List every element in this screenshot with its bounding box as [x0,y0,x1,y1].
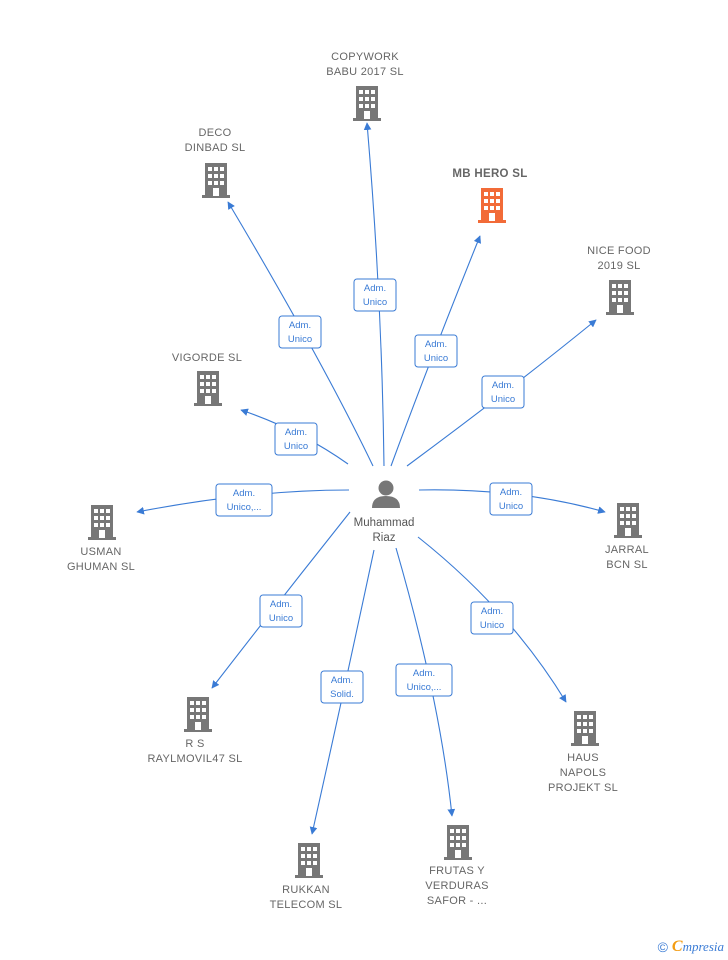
building-icon [614,503,642,538]
edge-label-line: Adm. [331,675,353,686]
building-icon [295,843,323,878]
edge-label-line: Unico,... [227,502,262,513]
edge-label-line: Unico [480,620,504,631]
company-name-line: JARRAL [605,544,649,556]
company-name-line: 2019 SL [597,260,640,272]
edge-label-line: Solid. [330,689,354,700]
edge-label-usman[interactable]: Adm. Unico,... [215,483,273,517]
company-node-haus[interactable]: HAUS NAPOLS PROJEKT SL [548,711,618,794]
company-name-line: PROJEKT SL [548,782,618,794]
building-icon [202,163,230,198]
edge-label-line: Adm. [413,668,435,679]
edge-label-line: Unico [363,297,387,308]
company-node-rukkan[interactable]: RUKKAN TELECOM SL [270,843,343,911]
brand-logo[interactable]: Cmpresia [672,938,724,956]
edge-label-mbhero[interactable]: Adm. Unico [414,334,458,368]
building-icon [88,505,116,540]
company-name-line: SAFOR - ... [427,895,487,907]
copyright-icon: © [657,939,668,955]
person-icon [372,480,400,508]
edge-label-line: Adm. [481,606,503,617]
edge-label-line: Adm. [289,320,311,331]
edge-label-rukkan[interactable]: Adm. Solid. [320,670,364,704]
company-name-line: TELECOM SL [270,899,343,911]
edge-label-line: Unico [288,334,312,345]
center-name-line-1: Muhammad [354,517,415,529]
brand-name: mpresia [682,939,724,954]
company-node-vigorde[interactable]: VIGORDE SL [172,352,242,406]
company-name-line: GHUMAN SL [67,561,135,573]
edge-label-vigorde[interactable]: Adm. Unico [274,422,318,456]
company-node-jarral[interactable]: JARRAL BCN SL [605,503,649,571]
company-node-copywork[interactable]: COPYWORK BABU 2017 SL [326,51,404,121]
edge-label-copywork[interactable]: Adm. Unico [353,278,397,312]
building-icon [194,371,222,406]
edge-label-line: Unico [284,441,308,452]
center-name-line-2: Riaz [372,532,395,544]
edge-label-line: Unico [499,501,523,512]
company-name-line: RAYLMOVIL47 SL [147,753,242,765]
building-icon [444,825,472,860]
edge-label-line: Adm. [233,488,255,499]
company-node-deco[interactable]: DECO DINBAD SL [185,127,246,198]
brand-initial: C [671,938,683,955]
edge-label-line: Unico,... [407,682,442,693]
edge-label-line: Adm. [500,487,522,498]
company-name-line: DINBAD SL [185,142,246,154]
edge-label-line: Adm. [492,380,514,391]
edge-label-haus[interactable]: Adm. Unico [470,601,514,635]
edge-label-deco[interactable]: Adm. Unico [278,315,322,349]
edge-label-rs[interactable]: Adm. Unico [259,594,303,628]
company-node-frutas[interactable]: FRUTAS Y VERDURAS SAFOR - ... [425,825,489,907]
edge-label-line: Adm. [364,283,386,294]
company-name-line: NAPOLS [560,767,606,779]
center-person-node[interactable]: Muhammad Riaz [354,480,415,545]
company-name-line: VIGORDE SL [172,352,242,364]
building-icon [478,188,506,223]
building-icon [353,86,381,121]
empresia-footer: © Cmpresia [658,938,724,956]
company-name-line: NICE FOOD [587,245,651,257]
edge-label-line: Unico [424,353,448,364]
edge-label-jarral[interactable]: Adm. Unico [489,482,533,516]
edge-label-line: Adm. [285,427,307,438]
company-node-rs[interactable]: R S RAYLMOVIL47 SL [147,697,242,765]
company-name-line: COPYWORK [331,51,399,63]
company-node-nicefood[interactable]: NICE FOOD 2019 SL [587,245,651,315]
building-icon [606,280,634,315]
company-node-usman[interactable]: USMAN GHUMAN SL [67,505,135,573]
edge-label-line: Unico [269,613,293,624]
company-name-line: FRUTAS Y [429,865,485,877]
company-name-line: BABU 2017 SL [326,66,404,78]
company-name-line: MB HERO SL [452,168,527,180]
building-icon [184,697,212,732]
edge-label-line: Unico [491,394,515,405]
edge-label-line: Adm. [425,339,447,350]
edge-label-frutas[interactable]: Adm. Unico,... [395,663,453,697]
edge-label-line: Adm. [270,599,292,610]
building-icon [571,711,599,746]
company-name-line: RUKKAN [282,884,330,896]
company-name-line: R S [185,738,204,750]
company-name-line: VERDURAS [425,880,489,892]
company-name-line: HAUS [567,752,599,764]
edge-label-nicefood[interactable]: Adm. Unico [481,375,525,409]
company-name-line: BCN SL [606,559,648,571]
company-name-line: DECO [199,127,232,139]
company-node-mbhero[interactable]: MB HERO SL [452,168,527,223]
company-name-line: USMAN [80,546,121,558]
